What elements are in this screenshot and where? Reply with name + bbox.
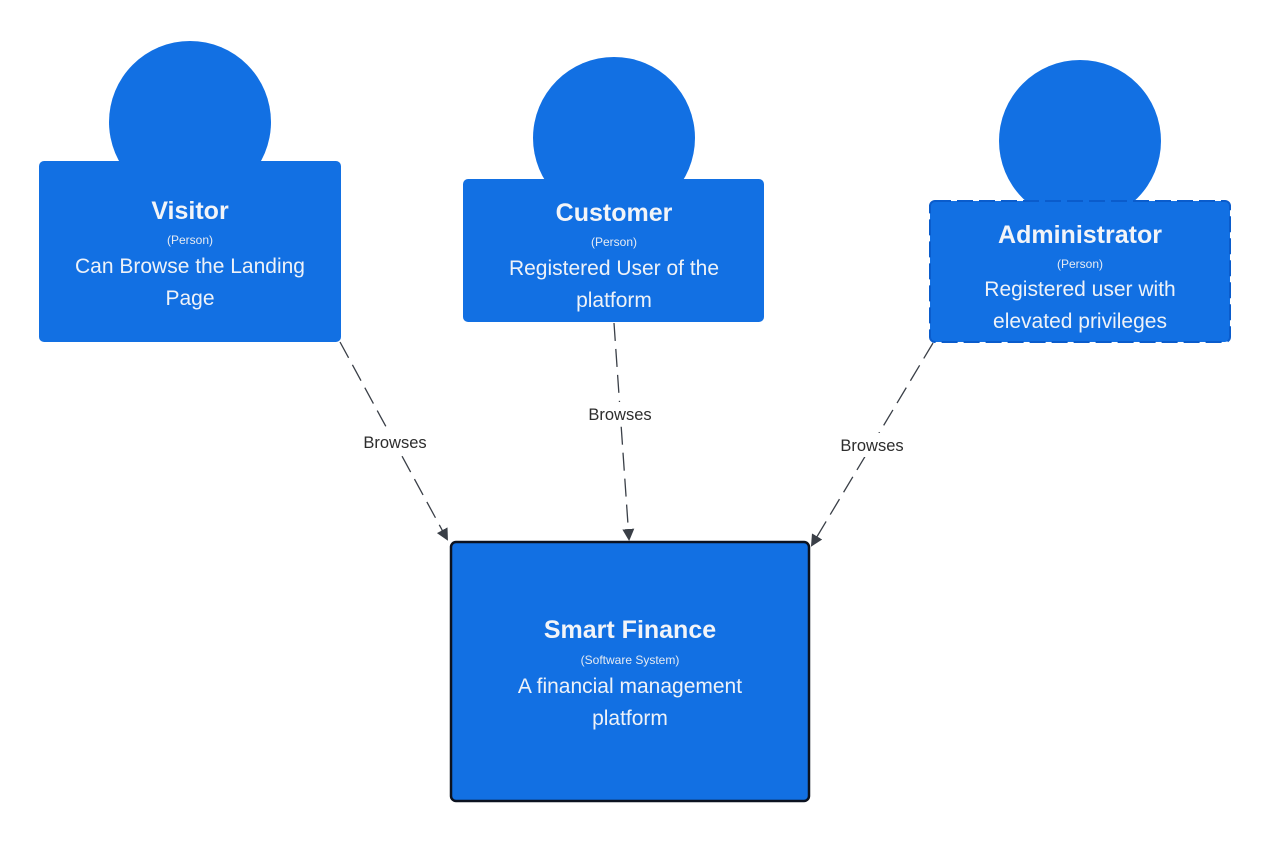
node-title: Customer <box>556 199 673 227</box>
edge-label-background <box>581 402 659 426</box>
node-description-line: Can Browse the Landing <box>75 255 305 278</box>
person-administrator[interactable]: Administrator (Person) Registered user w… <box>929 60 1231 343</box>
edge-administrator-to-system[interactable]: Browses <box>810 342 934 547</box>
edge-label-visitor: Browses <box>363 434 426 452</box>
edge-label-administrator: Browses <box>840 437 903 455</box>
person-head-icon <box>533 57 695 219</box>
person-body <box>929 200 1231 343</box>
edge-label-background <box>833 433 911 457</box>
edge-label-background <box>356 430 434 454</box>
edge-line <box>613 322 635 541</box>
person-body <box>463 179 764 322</box>
software-system-smart-finance[interactable]: Smart Finance (Software System) A financ… <box>449 540 811 803</box>
person-body <box>39 161 341 342</box>
node-description-line: elevated privileges <box>993 310 1167 333</box>
edge-visitor-to-system[interactable]: Browses <box>339 341 448 541</box>
node-description-line: platform <box>592 707 668 730</box>
node-description-line: A financial management <box>518 675 742 698</box>
node-title: Visitor <box>151 197 229 225</box>
node-type: (Person) <box>591 235 637 249</box>
person-visitor[interactable]: Visitor (Person) Can Browse the Landing … <box>39 41 341 342</box>
person-head-icon <box>999 60 1161 222</box>
node-description-line: Page <box>165 287 214 310</box>
node-description-line: Registered user with <box>984 278 1175 301</box>
edge-label-customer: Browses <box>588 406 651 424</box>
edge-customer-to-system[interactable]: Browses <box>581 322 659 541</box>
node-title: Administrator <box>998 221 1162 249</box>
node-title: Smart Finance <box>544 616 716 644</box>
node-description-line: platform <box>576 289 652 312</box>
node-type: (Person) <box>1057 257 1103 271</box>
person-customer[interactable]: Customer (Person) Registered User of the… <box>463 57 764 322</box>
node-type: (Person) <box>167 233 213 247</box>
node-type: (Software System) <box>581 653 680 667</box>
system-box <box>449 540 811 803</box>
node-description-line: Registered User of the <box>509 257 719 280</box>
